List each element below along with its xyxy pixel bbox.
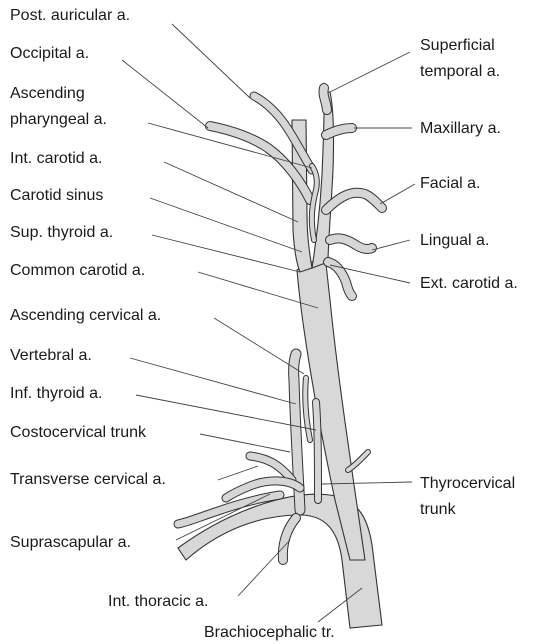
label-vertebral: Vertebral a.	[10, 347, 92, 364]
leader-facial	[380, 184, 415, 204]
label-lingual: Lingual a.	[420, 232, 489, 249]
leader-inf-thyroid	[136, 395, 316, 430]
label-facial: Facial a.	[420, 175, 480, 192]
label-superficial-temporal-line2: temporal a.	[420, 63, 500, 80]
leader-int-carotid	[164, 162, 298, 222]
label-thyrocervical-line2: trunk	[420, 501, 457, 518]
leader-vertebral	[130, 358, 296, 404]
leader-transverse-cervical	[218, 466, 258, 480]
leader-lingual	[372, 240, 410, 250]
label-superficial-temporal-line1: Superficial	[420, 37, 495, 54]
leader-carotid-sinus	[150, 198, 302, 252]
leader-post-auricular	[172, 24, 250, 98]
leader-lines	[122, 24, 415, 622]
label-thyrocervical-line1: Thyrocervical	[420, 475, 515, 492]
leader-ascending-cervical	[214, 318, 304, 374]
artery-illustration	[178, 88, 382, 628]
leader-int-thoracic	[238, 540, 290, 596]
leader-sup-thyroid	[152, 235, 300, 272]
label-int-carotid: Int. carotid a.	[10, 150, 103, 167]
labels-right: Superficial temporal a. Maxillary a. Fac…	[420, 37, 518, 518]
label-ext-carotid: Ext. carotid a.	[420, 275, 518, 292]
label-maxillary: Maxillary a.	[420, 120, 501, 137]
label-ascending-pharyngeal-line2: pharyngeal a.	[10, 111, 107, 128]
label-carotid-sinus: Carotid sinus	[10, 187, 103, 204]
label-inf-thyroid: Inf. thyroid a.	[10, 385, 103, 402]
label-common-carotid: Common carotid a.	[10, 262, 145, 279]
leader-occipital	[122, 60, 208, 128]
label-ascending-pharyngeal-line1: Ascending	[10, 85, 85, 102]
label-ascending-cervical: Ascending cervical a.	[10, 307, 161, 324]
label-int-thoracic: Int. thoracic a.	[108, 593, 209, 610]
leader-superficial-temporal	[330, 52, 410, 92]
label-occipital: Occipital a.	[10, 45, 89, 62]
label-costocervical: Costocervical trunk	[10, 424, 147, 441]
label-post-auricular: Post. auricular a.	[10, 7, 130, 24]
label-transverse-cervical: Transverse cervical a.	[10, 471, 166, 488]
label-brachiocephalic: Brachiocephalic tr.	[204, 624, 335, 641]
leader-costocervical	[200, 434, 290, 452]
label-suprascapular: Suprascapular a.	[10, 534, 131, 551]
label-sup-thyroid: Sup. thyroid a.	[10, 224, 113, 241]
